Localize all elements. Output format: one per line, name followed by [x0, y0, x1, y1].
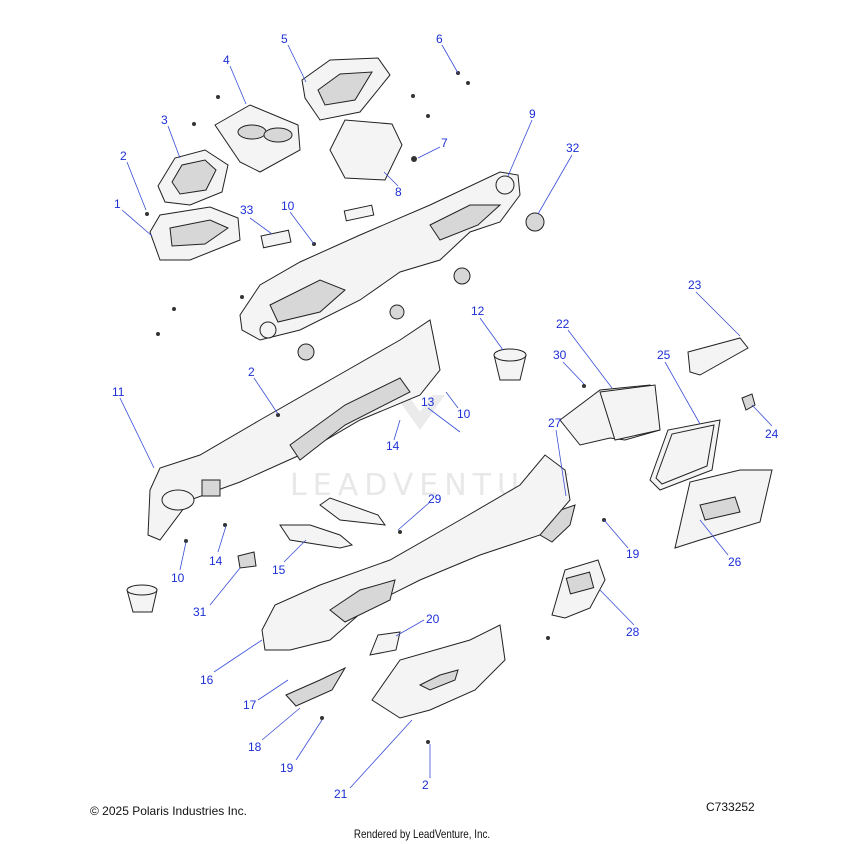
part-18-grille	[285, 666, 347, 707]
part-15-bracket	[279, 524, 354, 549]
callout-30: 30	[553, 348, 567, 362]
callout-29: 29	[428, 492, 442, 506]
callout-2-c: 2	[422, 778, 429, 792]
callout-28: 28	[626, 625, 640, 639]
callout-2-b: 2	[248, 365, 255, 379]
callout-17: 17	[243, 698, 257, 712]
callout-1: 1	[114, 197, 121, 211]
part-33-label	[260, 229, 292, 249]
part-8-storage-bin	[329, 119, 403, 181]
callout-15: 15	[272, 563, 286, 577]
part-23-trim-strip	[687, 337, 749, 376]
callout-19: 19	[626, 547, 640, 561]
leader-lines	[119, 44, 773, 789]
part-24-latch	[741, 393, 756, 411]
callout-9: 9	[529, 107, 536, 121]
callout-4: 4	[223, 53, 230, 67]
callout-26: 26	[728, 555, 742, 569]
callout-10-c: 10	[171, 571, 185, 585]
callout-2: 2	[120, 149, 127, 163]
callout-32: 32	[566, 141, 580, 155]
callout-16: 16	[200, 673, 214, 687]
part-16-lower-dash	[261, 454, 571, 651]
part-20-bracket	[369, 631, 401, 656]
callout-6: 6	[436, 32, 443, 46]
callout-3: 3	[161, 113, 168, 127]
callout-14: 14	[386, 439, 400, 453]
callout-19-b: 19	[280, 761, 294, 775]
callout-31: 31	[193, 605, 207, 619]
callout-14-b: 14	[209, 554, 223, 568]
callout-27: 27	[548, 416, 562, 430]
callout-23: 23	[688, 278, 702, 292]
callout-12: 12	[471, 304, 485, 318]
rendered-by-credit: Rendered by LeadVenture, Inc.	[353, 827, 491, 841]
callout-11: 11	[112, 385, 125, 399]
part-11-dash-lower-frame	[147, 319, 441, 541]
callout-8: 8	[395, 185, 402, 199]
callout-20: 20	[426, 612, 440, 626]
diagram-code: C733252	[706, 800, 755, 814]
callout-7: 7	[441, 136, 448, 150]
callout-24: 24	[765, 427, 779, 441]
callout-33: 33	[240, 203, 254, 217]
callout-10: 10	[281, 199, 295, 213]
callout-18: 18	[248, 740, 262, 754]
callout-22: 22	[556, 317, 570, 331]
part-21-lower-bin	[371, 624, 506, 719]
line-art-parts	[126, 57, 773, 744]
part-25-gasket	[649, 419, 721, 491]
callout-13: 13	[421, 395, 435, 409]
callouts: 1 2 3 4 5 6 7 8 9 10 32 33 12 22 23 2 11…	[112, 32, 779, 801]
callout-25: 25	[657, 348, 671, 362]
part-31-clip	[237, 551, 257, 569]
callout-21: 21	[334, 787, 348, 801]
callout-5: 5	[281, 32, 288, 46]
part-29-bracket	[319, 497, 387, 526]
callout-10-b: 10	[457, 407, 471, 421]
part-32-round-cap	[525, 212, 545, 232]
copyright-text: © 2025 Polaris Industries Inc.	[90, 804, 247, 818]
